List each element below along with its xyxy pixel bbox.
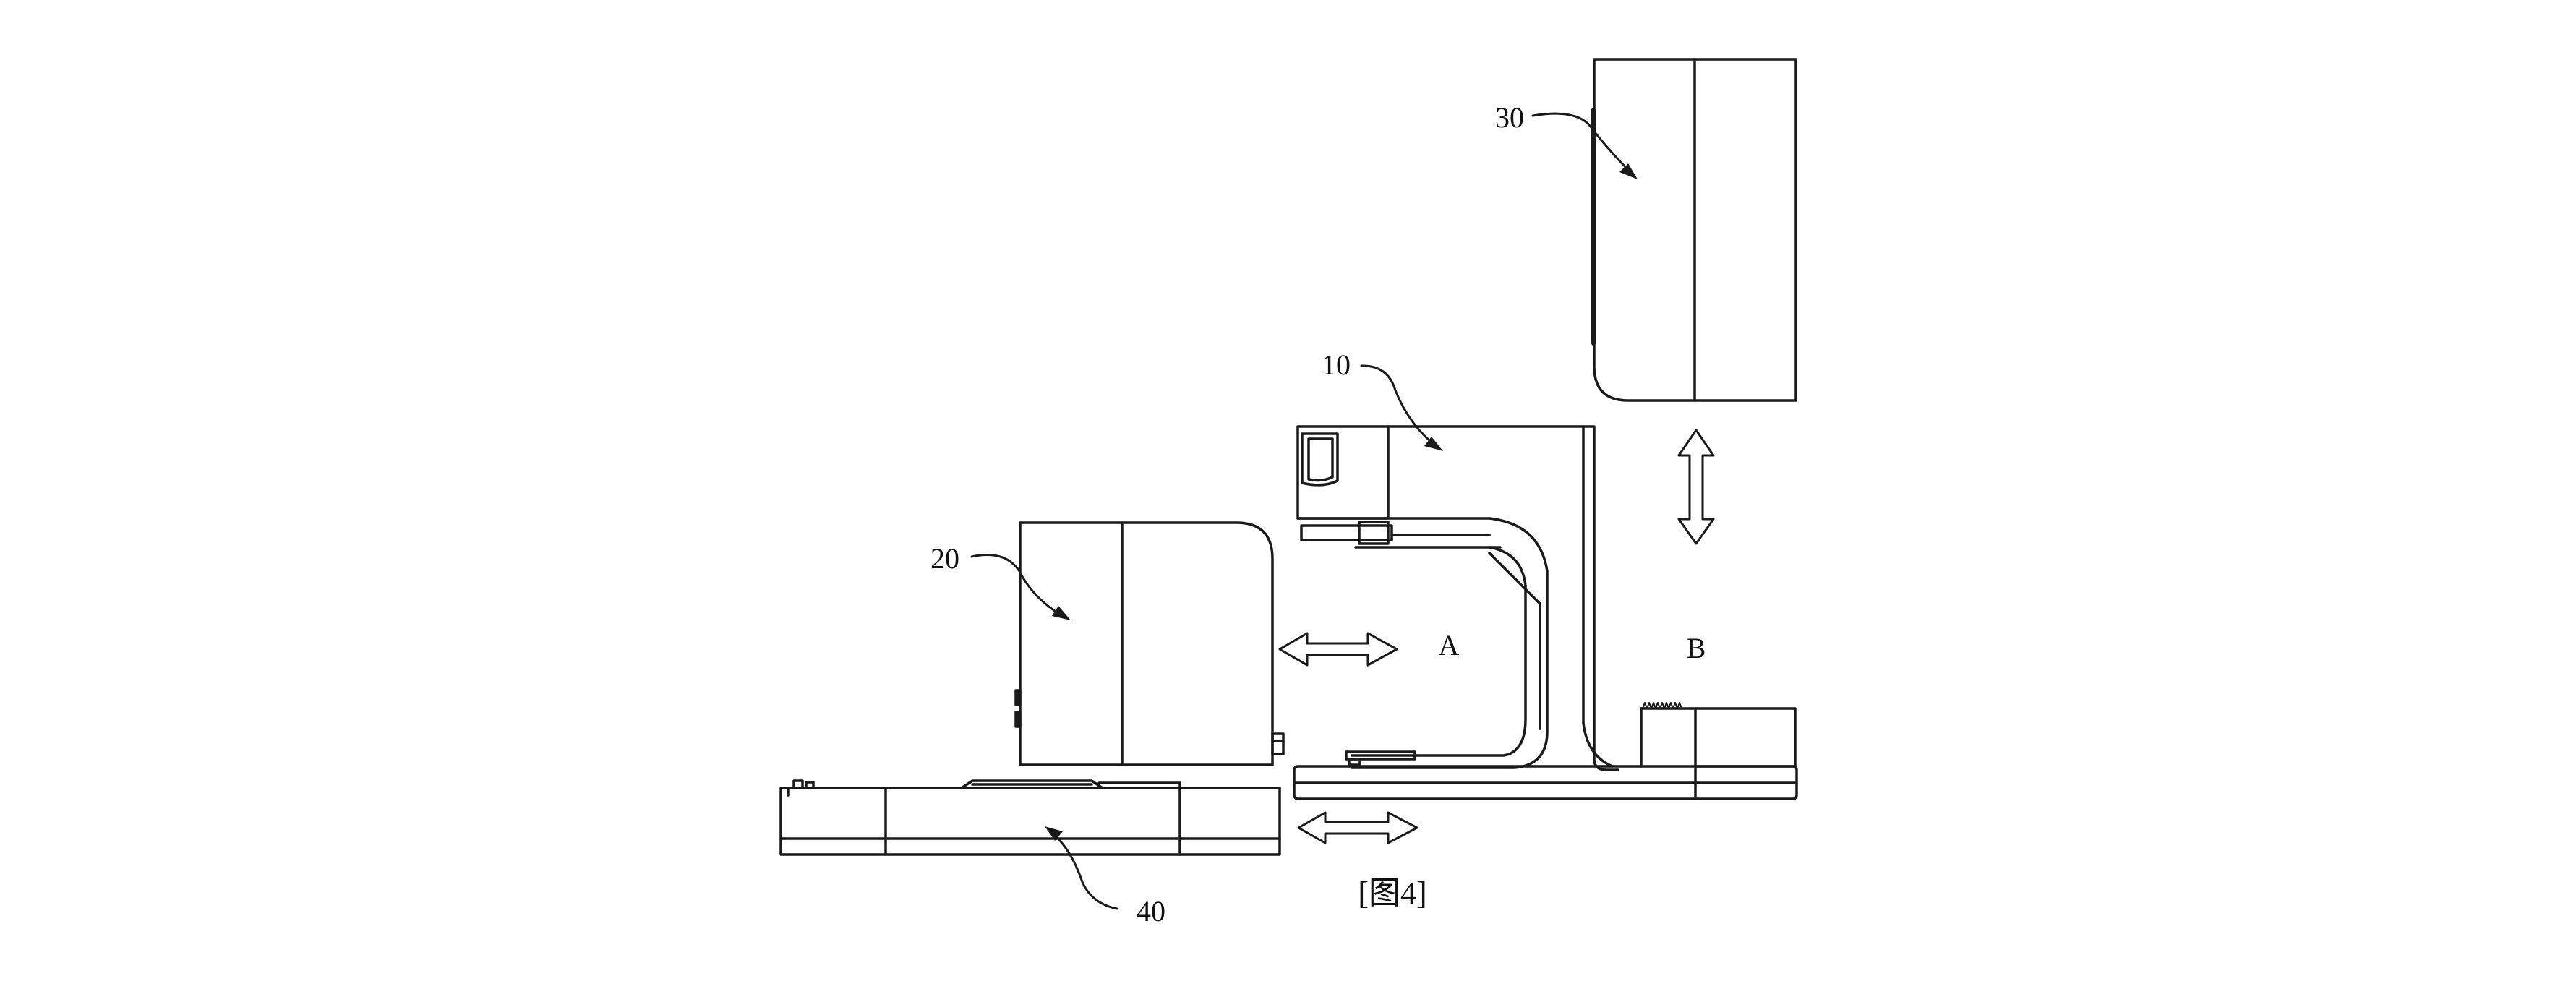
arrow-40-horizontal-icon <box>1297 811 1418 844</box>
figure-caption: [图4] <box>1358 875 1426 911</box>
main-body-10 <box>1296 425 1619 771</box>
module-20 <box>1014 521 1285 766</box>
arrow-20-horizontal-icon <box>1278 632 1398 667</box>
module-30 <box>1591 58 1797 402</box>
leader-20-arrowhead-icon <box>1052 606 1071 620</box>
tray-40 <box>779 779 1281 856</box>
label-40: 40 <box>1137 895 1165 928</box>
label-30: 30 <box>1495 101 1524 134</box>
zone-a-label: A <box>1439 629 1460 661</box>
zone-b-label: B <box>1687 632 1706 664</box>
leader-30-arrowhead-icon <box>1619 163 1638 179</box>
label-20: 20 <box>930 542 959 575</box>
label-10: 10 <box>1322 348 1351 381</box>
leader-40-arrowhead-icon <box>1045 826 1063 841</box>
leader-40 <box>1047 828 1118 910</box>
leader-10 <box>1360 364 1440 450</box>
base-plate <box>1293 702 1798 800</box>
arrow-30-vertical-icon <box>1677 429 1715 545</box>
leader-10-arrowhead-icon <box>1424 437 1443 451</box>
leader-20 <box>970 554 1068 620</box>
leader-30 <box>1531 112 1635 177</box>
